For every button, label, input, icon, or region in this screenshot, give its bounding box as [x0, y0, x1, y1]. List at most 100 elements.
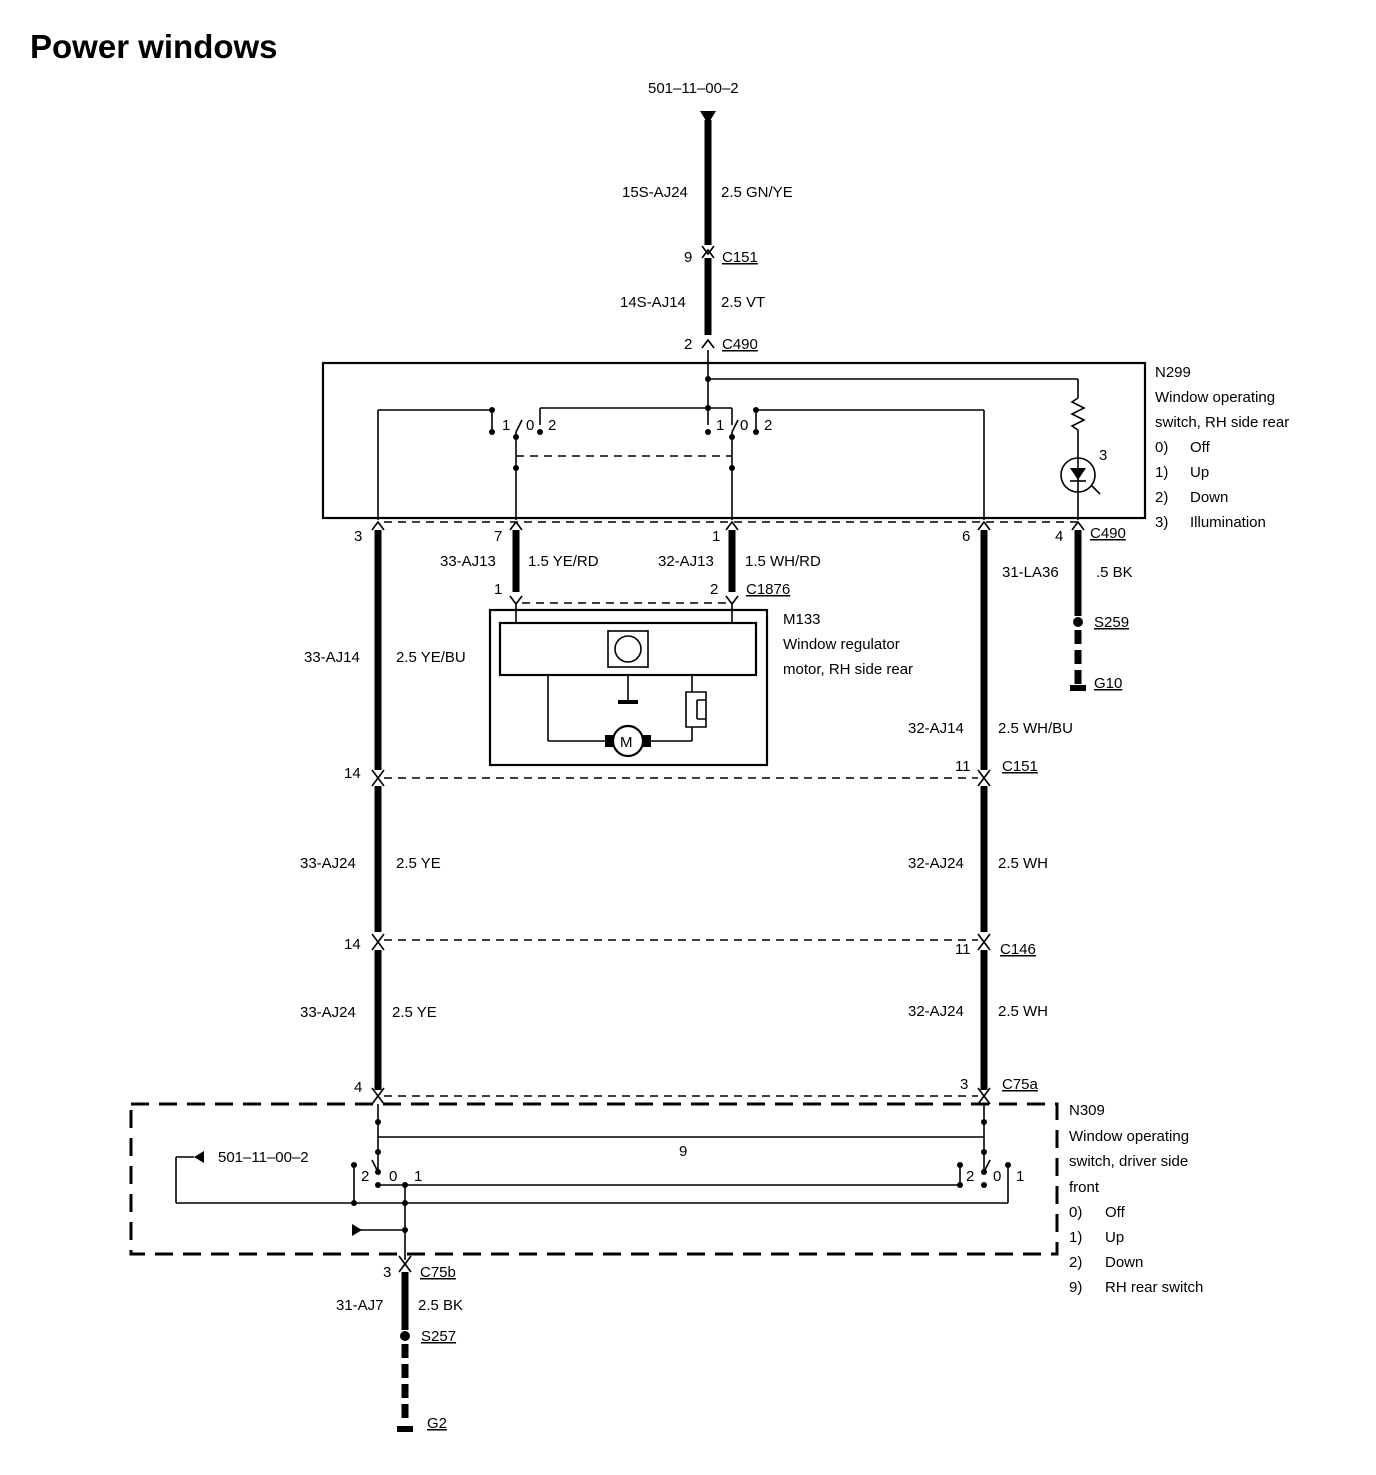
wire-spec-label: 1.5 WH/RD [745, 553, 821, 570]
pin-number: 2 [684, 336, 692, 353]
page-title: Power windows [30, 28, 278, 65]
splice-s259 [1073, 617, 1083, 627]
wire-code-label: 15S-AJ24 [622, 184, 688, 201]
n299-internal-wiring [377, 350, 1086, 520]
n299-switch-pos: 2 [548, 417, 556, 434]
connector-label-c151: C151 [722, 249, 758, 266]
pin-number: 14 [344, 765, 361, 782]
n309-legend-text: Off [1105, 1204, 1126, 1221]
pin-number: 1 [494, 581, 502, 598]
pin-number: 4 [354, 1079, 362, 1096]
motor-letter: M [620, 734, 633, 751]
wire-code-label: 33-AJ24 [300, 855, 356, 872]
n309-legend-text: RH rear switch [1105, 1279, 1203, 1296]
m133-id: M133 [783, 611, 821, 628]
n299-desc-line: Window operating [1155, 389, 1275, 406]
wire-code-label: 14S-AJ14 [620, 294, 686, 311]
n309-legend-text: Down [1105, 1254, 1143, 1271]
pin-number: 11 [955, 941, 971, 958]
wire-spec-label: 2.5 WH [998, 1003, 1048, 1020]
splice-s257 [400, 1331, 410, 1341]
connector-symbol-c75a [371, 1087, 991, 1105]
pin-number: 6 [962, 528, 970, 545]
wire-code-label: 33-AJ13 [440, 553, 496, 570]
connector-label-c75b: C75b [420, 1264, 456, 1281]
wire-code-label: 32-AJ14 [908, 720, 964, 737]
n309-switch-pos: 1 [414, 1168, 422, 1185]
n299-desc-line: switch, RH side rear [1155, 414, 1289, 431]
pin-number: 14 [344, 936, 361, 953]
n299-legend-key: 0) [1155, 439, 1168, 456]
connector-symbol-c151 [701, 248, 715, 259]
pin-number: 2 [710, 581, 718, 598]
connector-symbol-c490 [371, 520, 1085, 531]
n309-switch-housing [129, 1102, 1059, 1256]
n309-switch-pos: 2 [966, 1168, 974, 1185]
n309-legend-key: 0) [1069, 1204, 1082, 1221]
wire-code-label: 33-AJ24 [300, 1004, 356, 1021]
illumination-led-icon [1060, 457, 1101, 495]
n309-internal-wiring [175, 1104, 1011, 1260]
wire-spec-label: 2.5 VT [721, 294, 765, 311]
pin-number: 3 [960, 1076, 968, 1093]
wire-code-label: 31-AJ7 [336, 1297, 384, 1314]
n299-switch-housing [321, 361, 1147, 520]
n299-legend-key: 3) [1155, 514, 1168, 531]
wire-spec-label: 2.5 GN/YE [721, 184, 793, 201]
ground-icon [397, 1426, 413, 1432]
m133-internal [498, 604, 758, 742]
n299-legend-text: Off [1190, 439, 1211, 456]
n309-switch-pos: 0 [389, 1168, 397, 1185]
n299-legend-text: Down [1190, 489, 1228, 506]
wire-spec-label: 2.5 YE/BU [396, 649, 466, 666]
pin-number: 4 [1055, 528, 1063, 545]
arrow-down-icon [700, 111, 716, 124]
wire-spec-label: 2.5 YE [396, 855, 441, 872]
wire-spec-label: 2.5 YE [392, 1004, 437, 1021]
wire-spec-label: 2.5 WH/BU [998, 720, 1073, 737]
pin-number: 7 [494, 528, 502, 545]
n299-switch-pos: 0 [526, 417, 534, 434]
pin-number: 3 [354, 528, 362, 545]
wire-spec-label: 2.5 BK [418, 1297, 463, 1314]
n299-legend-key: 2) [1155, 489, 1168, 506]
n299-legend-text: Up [1190, 464, 1209, 481]
wire-spec-label: .5 BK [1096, 564, 1133, 581]
wire-spec-label: 1.5 YE/RD [528, 553, 599, 570]
connector-label-c490: C490 [722, 336, 758, 353]
n299-switch-pos: 1 [502, 417, 510, 434]
connector-symbol-c490 [701, 338, 715, 349]
splice-label-s259: S259 [1094, 614, 1129, 631]
wire-code-label: 33-AJ14 [304, 649, 360, 666]
connector-symbol-c151 [701, 245, 715, 256]
wire-spec-label: 2.5 WH [998, 855, 1048, 872]
wire-code-label: 32-AJ13 [658, 553, 714, 570]
arrow-right-icon [352, 1224, 362, 1236]
n299-id: N299 [1155, 364, 1191, 381]
n299-switch-pos: 1 [716, 417, 724, 434]
connector-symbol-c151 [371, 769, 991, 787]
m133-desc-line: motor, RH side rear [783, 661, 913, 678]
connector-label-c75a: C75a [1002, 1076, 1039, 1093]
pin-number: 3 [383, 1264, 391, 1281]
ground-icon [1070, 685, 1086, 691]
connector-label-c490: C490 [1090, 525, 1126, 542]
connector-symbol-c75b [398, 1255, 412, 1273]
n309-switch-pos: 0 [993, 1168, 1001, 1185]
connector-symbol-c1876 [509, 595, 739, 606]
m133-motor-housing [488, 608, 769, 767]
pin-number: 11 [955, 758, 971, 775]
n299-switch-pos: 0 [740, 417, 748, 434]
n309-legend-key: 1) [1069, 1229, 1082, 1246]
wire-code-label: 32-AJ24 [908, 1003, 964, 1020]
top-reference-label: 501–11–00–2 [648, 80, 739, 97]
n309-desc-line: switch, driver side [1069, 1153, 1188, 1170]
connector-label-c1876: C1876 [746, 581, 790, 598]
n309-desc-line: Window operating [1069, 1128, 1189, 1145]
n309-legend-key: 9) [1069, 1279, 1082, 1296]
connector-symbol-c146 [371, 933, 991, 951]
left-reference-label: 501–11–00–2 [218, 1149, 309, 1166]
n309-desc-line: front [1069, 1179, 1100, 1196]
arrow-left-icon [194, 1151, 204, 1163]
